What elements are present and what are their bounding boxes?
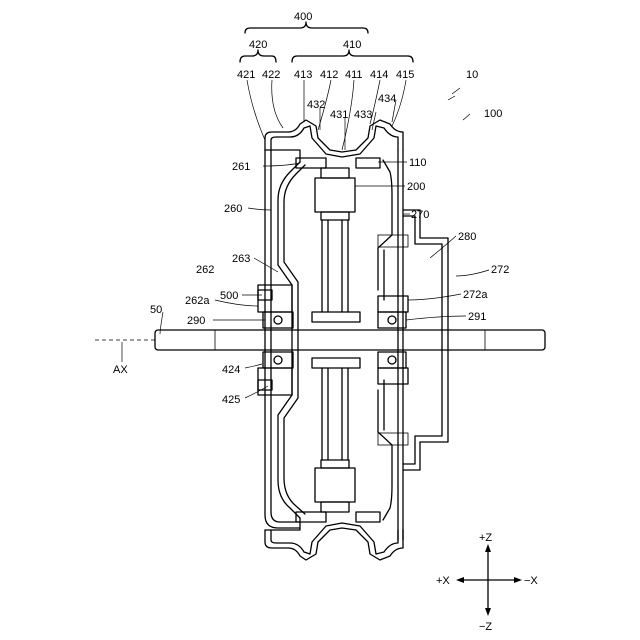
label-412: 412: [320, 69, 338, 81]
brace-420: [240, 50, 276, 62]
label-280: 280: [458, 231, 476, 243]
stator-support: [312, 220, 360, 460]
coordinate-axes: +Z −Z +X −X: [436, 532, 538, 633]
axis-minus-x: −X: [524, 575, 538, 587]
bearing-290: [263, 312, 293, 368]
label-270: 270: [411, 209, 429, 221]
label-291: 291: [468, 311, 486, 323]
label-290: 290: [187, 315, 205, 327]
label-100: 100: [484, 108, 502, 120]
label-413: 413: [294, 69, 312, 81]
rotor-magnet-top: [315, 168, 355, 220]
label-50: 50: [150, 304, 162, 316]
arrow-right-icon: [514, 577, 522, 583]
brace-400: [245, 22, 368, 33]
arrow-left-icon: [456, 577, 464, 583]
label-432: 432: [307, 99, 325, 111]
label-10: 10: [466, 69, 478, 81]
label-424: 424: [222, 364, 240, 376]
label-272: 272: [491, 264, 509, 276]
label-431: 431: [330, 109, 348, 121]
rotor-magnet-bottom: [315, 460, 355, 512]
arrow-up-icon: [485, 544, 491, 552]
label-420: 420: [249, 39, 267, 51]
rim-top: [265, 120, 403, 157]
label-261: 261: [232, 161, 250, 173]
label-200: 200: [407, 181, 425, 193]
label-421: 421: [237, 69, 255, 81]
brace-410: [292, 50, 413, 62]
label-263: 263: [232, 253, 250, 265]
axis-minus-z: −Z: [479, 621, 492, 633]
label-262: 262: [196, 264, 214, 276]
label-400: 400: [294, 11, 312, 23]
label-110: 110: [409, 157, 427, 169]
axis-plus-x: +X: [436, 575, 450, 587]
bearing-291: [378, 312, 406, 368]
label-422: 422: [262, 69, 280, 81]
shaft-50: [95, 330, 545, 350]
label-260: 260: [224, 203, 242, 215]
label-410: 410: [343, 39, 361, 51]
label-433: 433: [354, 109, 372, 121]
axis-plus-z: +Z: [479, 532, 492, 544]
label-414: 414: [370, 69, 388, 81]
label-500: 500: [220, 290, 238, 302]
label-415: 415: [396, 69, 414, 81]
label-425: 425: [222, 394, 240, 406]
label-411: 411: [345, 69, 363, 81]
hub-flange-262: [258, 285, 292, 395]
label-434: 434: [378, 93, 396, 105]
label-262a: 262a: [185, 295, 210, 307]
arrow-down-icon: [485, 608, 491, 616]
label-AX: AX: [113, 364, 128, 376]
label-272a: 272a: [463, 289, 488, 301]
part-labels: 400 420 410 421 422 413 412 411 414 415 …: [113, 11, 509, 406]
housing-left-260: [265, 150, 305, 530]
